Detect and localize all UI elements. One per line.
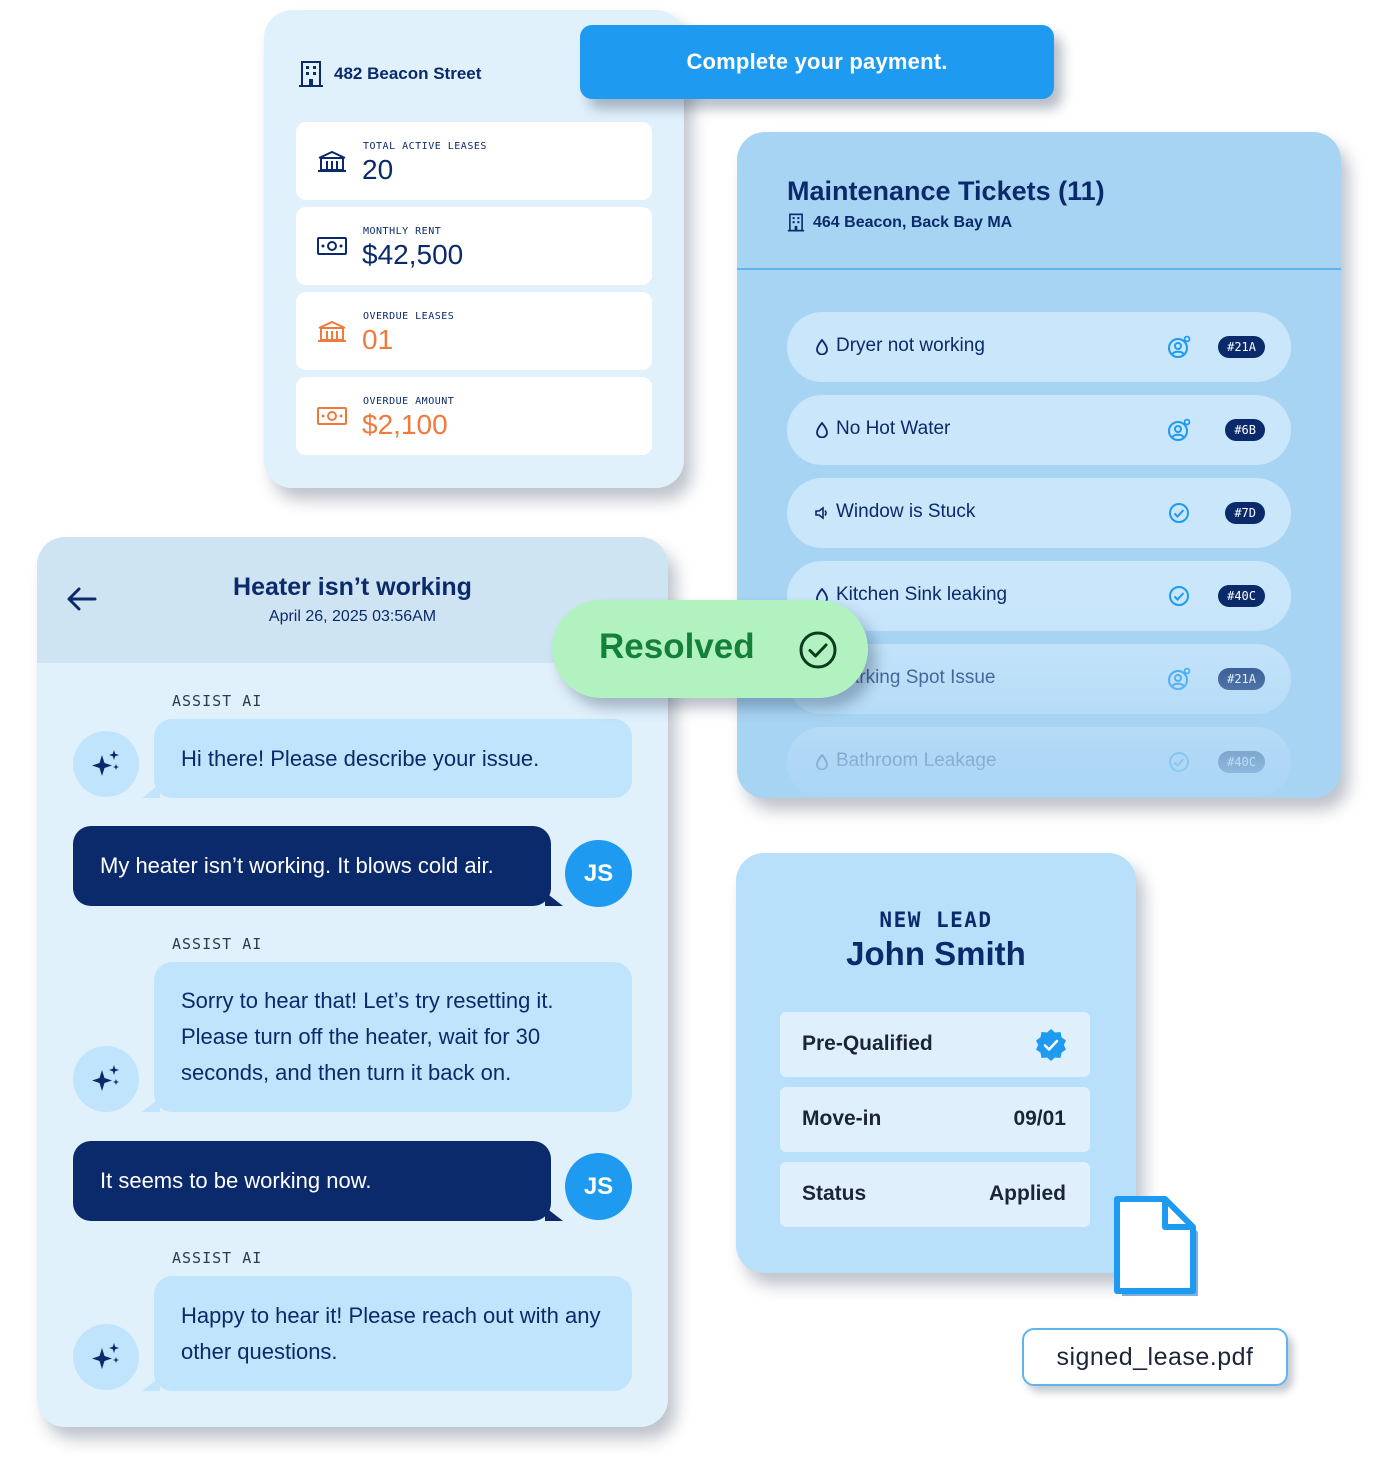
lead-row-label: Pre-Qualified — [802, 1032, 933, 1055]
assigned-user-icon[interactable] — [1167, 667, 1191, 691]
check-circle-icon — [799, 631, 837, 669]
building-icon — [318, 150, 346, 172]
maintenance-title: Maintenance Tickets (11) — [787, 176, 1105, 206]
stat-label: MONTHLY RENT — [363, 226, 442, 237]
assistant-label: ASSIST AI — [172, 692, 263, 710]
lead-name: John Smith — [846, 935, 1026, 972]
ai-avatar — [73, 1046, 139, 1112]
support-chat-card: Heater isn’t working April 26, 2025 03:5… — [37, 537, 668, 1427]
ticket-name: Dryer not working — [836, 335, 985, 356]
ticket-name: Kitchen Sink leaking — [836, 584, 1008, 605]
property-header: 482 Beacon Street — [298, 60, 481, 88]
sparkle-icon — [92, 1065, 119, 1091]
stat-value: 20 — [362, 154, 394, 185]
lead-row-label: Status — [802, 1182, 867, 1205]
assigned-user-icon[interactable] — [1167, 335, 1191, 359]
ticket-row[interactable]: Window is Stuck #7D — [787, 478, 1291, 548]
new-lead-card: NEW LEAD John Smith Pre-Qualified Move-i… — [736, 853, 1136, 1273]
user-avatar: JS — [565, 1153, 632, 1220]
check-circle-icon[interactable] — [1167, 584, 1191, 608]
lead-kicker: NEW LEAD — [879, 908, 993, 932]
back-arrow-icon[interactable] — [65, 585, 99, 613]
cash-icon — [317, 407, 347, 425]
maintenance-location-text: 464 Beacon, Back Bay MA — [813, 213, 1013, 231]
maintenance-location: 464 Beacon, Back Bay MA — [787, 213, 1012, 232]
speaker-icon — [815, 506, 827, 520]
building-icon — [318, 320, 346, 342]
user-message-bubble: My heater isn’t working. It blows cold a… — [73, 826, 563, 906]
ai-avatar — [73, 1324, 139, 1390]
stat-value: $2,100 — [362, 409, 448, 440]
ticket-name: Bathroom Leakage — [836, 750, 997, 771]
assigned-user-icon[interactable] — [1167, 418, 1191, 442]
water-drop-icon — [816, 754, 828, 770]
check-circle-icon[interactable] — [1167, 750, 1191, 774]
ticket-id-badge: #21A — [1218, 336, 1265, 358]
ticket-id-badge: #40C — [1218, 585, 1265, 607]
resolved-label: Resolved — [599, 627, 755, 666]
assistant-label: ASSIST AI — [172, 1249, 263, 1267]
ticket-name: No Hot Water — [836, 418, 951, 439]
building-icon — [787, 213, 805, 232]
lead-row-label: Move-in — [802, 1107, 882, 1130]
check-circle-icon[interactable] — [1167, 501, 1191, 525]
ai-avatar — [73, 731, 139, 797]
stat-overdue-leases[interactable]: OVERDUE LEASES 01 — [296, 292, 652, 370]
user-avatar: JS — [565, 840, 632, 907]
lead-row-status[interactable]: Status Applied — [780, 1162, 1090, 1227]
ticket-id-badge: #40C — [1218, 751, 1265, 773]
resolved-status-badge: Resolved — [552, 600, 868, 698]
ticket-id-badge: #7D — [1225, 502, 1265, 524]
stat-monthly-rent[interactable]: MONTHLY RENT $42,500 — [296, 207, 652, 285]
file-name-label[interactable]: signed_lease.pdf — [1022, 1328, 1288, 1386]
water-drop-icon — [816, 339, 828, 355]
maintenance-header: Maintenance Tickets (11) 464 Beacon, Bac… — [737, 132, 1341, 270]
user-message-bubble: It seems to be working now. — [73, 1141, 563, 1221]
ai-message-bubble: Sorry to hear that! Let’s try resetting … — [142, 962, 632, 1112]
stat-label: OVERDUE AMOUNT — [363, 396, 455, 407]
lead-row-pre-qualified[interactable]: Pre-Qualified — [780, 1012, 1090, 1077]
water-drop-icon — [816, 422, 828, 438]
ai-message-bubble: Hi there! Please describe your issue. — [142, 719, 632, 798]
sparkle-icon — [92, 750, 119, 776]
ticket-row[interactable]: Dryer not working #21A — [787, 312, 1291, 382]
chat-timestamp: April 26, 2025 03:56AM — [268, 608, 437, 625]
stat-label: OVERDUE LEASES — [363, 311, 455, 322]
ticket-name: Window is Stuck — [836, 501, 976, 522]
lead-row-value: Applied — [989, 1182, 1066, 1205]
stat-value: 01 — [362, 324, 394, 355]
document-icon[interactable] — [1110, 1196, 1202, 1300]
maintenance-tickets-card: Maintenance Tickets (11) 464 Beacon, Bac… — [737, 132, 1341, 798]
building-icon — [299, 61, 323, 87]
stat-value: $42,500 — [362, 239, 464, 270]
verified-badge-icon — [1036, 1029, 1066, 1061]
ai-message-bubble: Happy to hear it! Please reach out with … — [142, 1276, 632, 1391]
cash-icon — [317, 237, 347, 255]
chat-title: Heater isn’t working — [233, 573, 472, 601]
sparkle-icon — [92, 1343, 119, 1369]
complete-payment-button[interactable]: Complete your payment. — [580, 25, 1054, 99]
ticket-row[interactable]: No Hot Water #6B — [787, 395, 1291, 465]
property-address: 482 Beacon Street — [334, 64, 482, 83]
stat-total-active-leases[interactable]: TOTAL ACTIVE LEASES 20 — [296, 122, 652, 200]
lead-row-move-in[interactable]: Move-in 09/01 — [780, 1087, 1090, 1152]
ticket-row[interactable]: Bathroom Leakage #40C — [787, 727, 1291, 797]
stat-label: TOTAL ACTIVE LEASES — [363, 141, 487, 152]
stat-overdue-amount[interactable]: OVERDUE AMOUNT $2,100 — [296, 377, 652, 455]
ticket-row[interactable]: Kitchen Sink leaking #40C — [787, 561, 1291, 631]
ticket-id-badge: #21A — [1218, 668, 1265, 690]
ticket-id-badge: #6B — [1225, 419, 1265, 441]
assistant-label: ASSIST AI — [172, 935, 263, 953]
lead-row-value: 09/01 — [1013, 1107, 1066, 1130]
